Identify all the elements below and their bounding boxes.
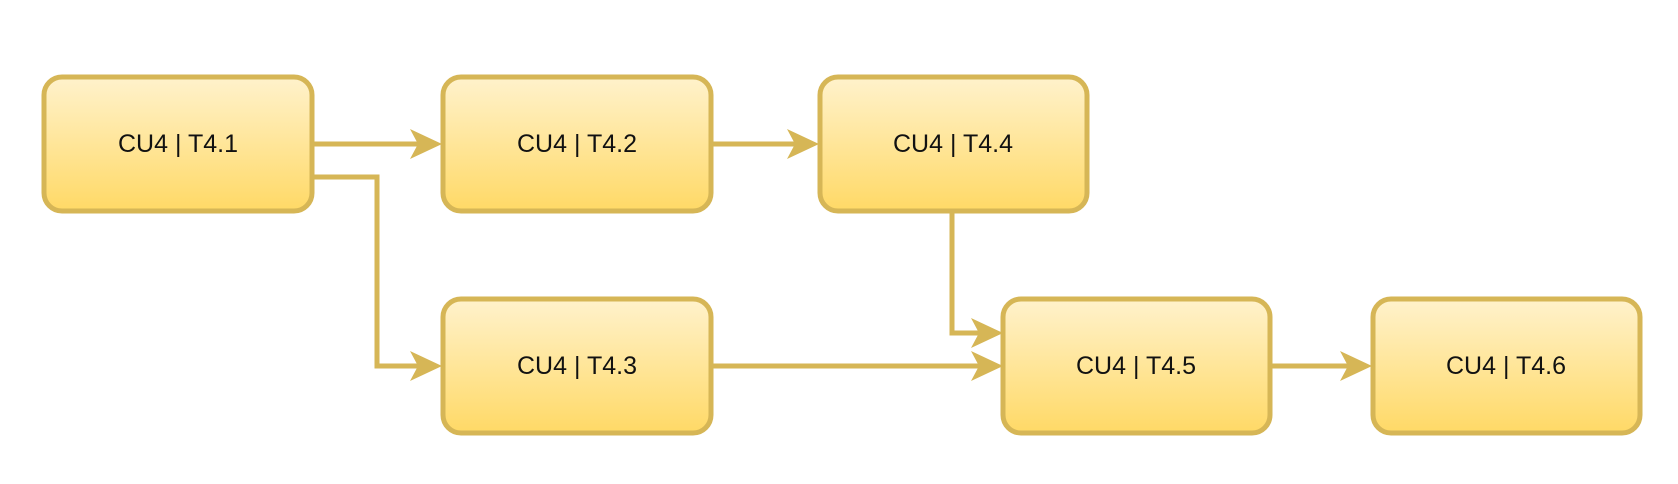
node-t43[interactable]: CU4 | T4.3 [440,296,714,436]
edge-t42-t44 [711,129,819,159]
node-label: CU4 | T4.6 [1446,352,1566,380]
edge-t44-t45 [949,211,1003,348]
edge-t41-t42 [312,129,442,159]
node-t42[interactable]: CU4 | T4.2 [440,74,714,214]
node-label: CU4 | T4.1 [118,130,238,158]
edges-layer [312,129,1372,381]
node-label: CU4 | T4.5 [1076,352,1196,380]
node-label: CU4 | T4.2 [517,130,637,158]
node-t41[interactable]: CU4 | T4.1 [41,74,315,214]
edge-t43-t45 [711,351,1003,381]
nodes-layer: CU4 | T4.1 CU4 | T4.2 CU4 | T4.4 CU4 | T… [41,74,1643,436]
node-label: CU4 | T4.4 [893,130,1013,158]
node-label: CU4 | T4.3 [517,352,637,380]
edge-t41-t43 [312,174,442,381]
node-t46[interactable]: CU4 | T4.6 [1370,296,1643,436]
node-t45[interactable]: CU4 | T4.5 [1000,296,1273,436]
node-t44[interactable]: CU4 | T4.4 [817,74,1090,214]
edge-t45-t46 [1270,351,1372,381]
